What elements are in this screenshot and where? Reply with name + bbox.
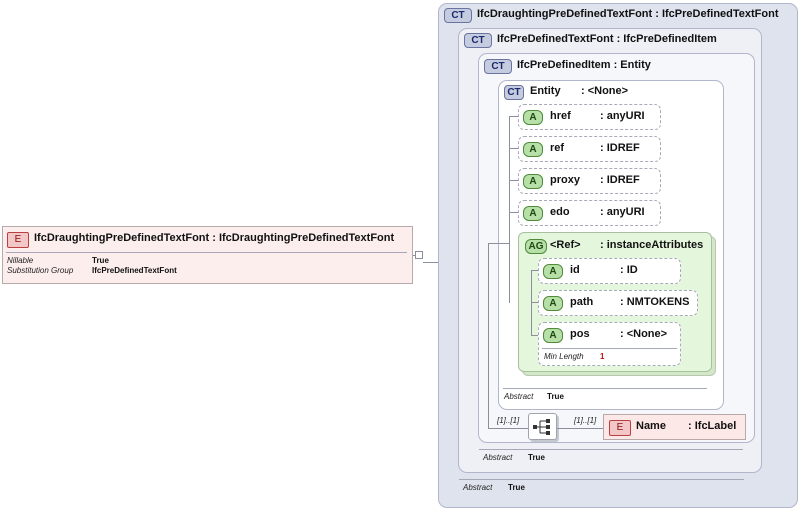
attribute-name: edo: [550, 206, 570, 218]
attribute-box[interactable]: A id : ID: [538, 258, 681, 284]
substitution-group-value: IfcPreDefinedTextFont: [92, 266, 177, 275]
connector-line: [531, 270, 540, 271]
attribute-type: : IDREF: [600, 142, 640, 154]
attribute-type: : ID: [620, 264, 638, 276]
connector-line: [509, 116, 520, 117]
expand-toggle[interactable]: [415, 251, 423, 259]
attribute-box[interactable]: A proxy : IDREF: [518, 168, 661, 194]
connector-line: [423, 262, 438, 263]
attribute-group-type: : instanceAttributes: [600, 239, 704, 251]
nillable-value: True: [92, 256, 109, 265]
connector-line: [488, 243, 510, 244]
sequence-icon: [533, 419, 550, 435]
element-name: Name: [636, 420, 666, 432]
attribute-box[interactable]: A path : NMTOKENS: [538, 290, 698, 316]
nillable-label: Nillable: [7, 256, 34, 265]
attribute-icon: A: [523, 174, 543, 189]
attribute-name: id: [570, 264, 580, 276]
attribute-name: proxy: [550, 174, 580, 186]
complex-type-icon: CT: [444, 8, 472, 23]
attribute-name: ref: [550, 142, 565, 154]
sequence-compositor[interactable]: [528, 413, 557, 440]
attribute-name: href: [550, 110, 571, 122]
connector-line: [509, 212, 520, 213]
name-element-box[interactable]: E Name : IfcLabel: [603, 414, 746, 440]
abstract-label: Abstract: [463, 483, 493, 492]
attribute-type: : anyURI: [600, 206, 645, 218]
connector-line: [531, 270, 532, 336]
complex-type-icon: CT: [504, 85, 524, 100]
attribute-type: : anyURI: [600, 110, 645, 122]
complex-type-icon: CT: [484, 59, 512, 74]
occurrence-label: [1]..[1]: [574, 416, 597, 425]
attribute-icon: A: [523, 110, 543, 125]
element-type: : IfcLabel: [688, 420, 737, 432]
attribute-icon: A: [543, 296, 563, 311]
root-element-box[interactable]: E IfcDraughtingPreDefinedTextFont : IfcD…: [2, 226, 413, 284]
attribute-name: path: [570, 296, 594, 308]
connector-line: [488, 243, 489, 428]
attribute-icon: A: [543, 264, 563, 279]
min-length-label: Min Length: [544, 352, 584, 361]
attribute-group-name: <Ref>: [550, 239, 581, 251]
complex-type-title: IfcPreDefinedTextFont : IfcPreDefinedIte…: [497, 33, 717, 45]
complex-type-title: IfcDraughtingPreDefinedTextFont : IfcPre…: [477, 8, 779, 20]
complex-type-title: IfcPreDefinedItem : Entity: [517, 59, 651, 71]
attribute-group-icon: AG: [525, 239, 547, 254]
attribute-type: : <None>: [620, 328, 668, 340]
abstract-label: Abstract: [483, 453, 513, 462]
element-icon: E: [7, 232, 29, 248]
attribute-box[interactable]: A ref : IDREF: [518, 136, 661, 162]
divider: [479, 449, 743, 450]
abstract-value: True: [508, 483, 525, 492]
element-title: IfcDraughtingPreDefinedTextFont : IfcDra…: [34, 232, 395, 244]
attribute-box[interactable]: A href : anyURI: [518, 104, 661, 130]
complex-type-type: : <None>: [581, 85, 629, 97]
divider: [542, 348, 677, 349]
divider: [459, 479, 744, 480]
complex-type-icon: CT: [464, 33, 492, 48]
abstract-value: True: [547, 392, 564, 401]
connector-line: [531, 302, 540, 303]
attribute-box[interactable]: A edo : anyURI: [518, 200, 661, 226]
attribute-box[interactable]: A pos : <None> Min Length 1: [538, 322, 681, 366]
attribute-type: : IDREF: [600, 174, 640, 186]
element-icon: E: [609, 420, 631, 436]
min-length-value: 1: [600, 352, 605, 361]
connector-line: [509, 180, 520, 181]
occurrence-label: [1]..[1]: [497, 416, 520, 425]
divider: [6, 252, 407, 253]
abstract-label: Abstract: [504, 392, 534, 401]
attribute-icon: A: [543, 328, 563, 343]
attribute-icon: A: [523, 206, 543, 221]
connector-line: [531, 335, 540, 336]
abstract-value: True: [528, 453, 545, 462]
attribute-type: : NMTOKENS: [620, 296, 690, 308]
attribute-name: pos: [570, 328, 590, 340]
connector-line: [509, 116, 510, 303]
divider: [503, 388, 707, 389]
connector-line: [488, 428, 528, 429]
connector-line: [509, 148, 520, 149]
connector-line: [557, 428, 603, 429]
complex-type-name: Entity: [530, 85, 561, 97]
attribute-icon: A: [523, 142, 543, 157]
substitution-group-label: Substitution Group: [7, 266, 74, 275]
